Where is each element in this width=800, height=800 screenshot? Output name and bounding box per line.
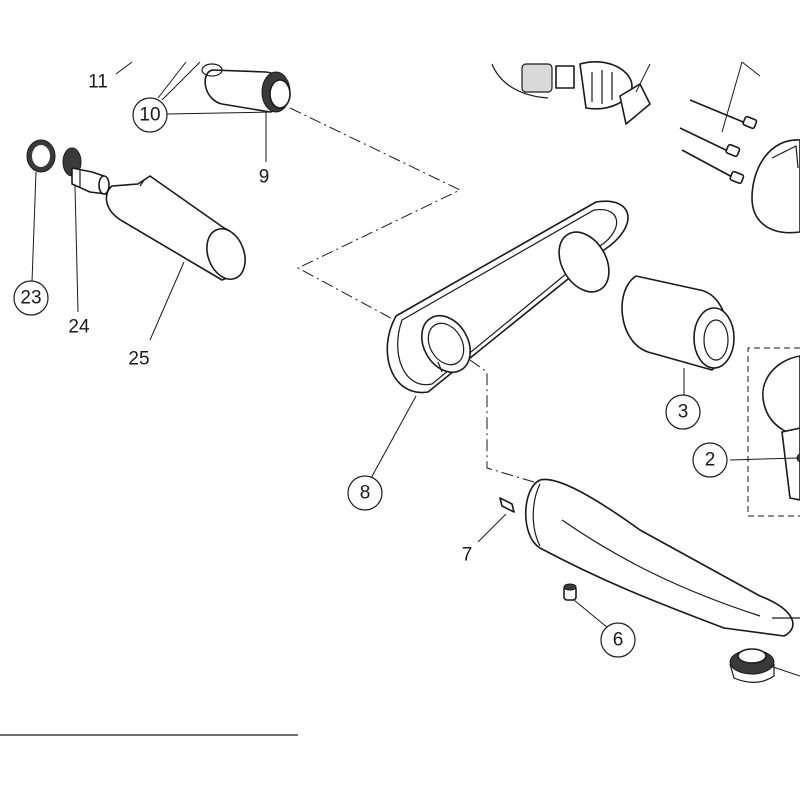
leader-24	[74, 185, 79, 313]
thermostat-knob-partial	[751, 139, 800, 234]
leader-6	[573, 599, 609, 629]
callout-10: 10	[139, 105, 160, 126]
detail-box-handle	[747, 347, 800, 517]
callout-2-bubble	[692, 442, 728, 478]
connector-part-9	[201, 63, 291, 113]
grub-screw-part-6	[563, 583, 577, 601]
callout-23-bubble	[13, 280, 49, 316]
assembly-axis-lines	[289, 107, 535, 483]
callout-11: 11	[88, 72, 108, 93]
callout-8-bubble	[347, 475, 383, 511]
nipple-part-24	[62, 147, 110, 195]
callout-6-bubble	[600, 622, 636, 658]
callout-9: 9	[259, 167, 270, 188]
callout-3-bubble	[665, 394, 701, 430]
leader-11	[115, 61, 133, 75]
pin-part-7	[499, 497, 515, 513]
callout-3: 3	[678, 402, 689, 423]
leader-10	[166, 111, 273, 115]
callout-10-bubble	[132, 97, 168, 133]
leader-23	[31, 171, 37, 283]
callout-2: 2	[705, 450, 716, 471]
leader-7	[477, 513, 507, 543]
callout-25: 25	[128, 349, 149, 370]
leader-10b	[161, 61, 201, 101]
leader-25	[149, 261, 185, 341]
escutcheon-plate-part-8	[386, 200, 629, 394]
callout-24: 24	[68, 317, 90, 338]
callout-7: 7	[462, 545, 473, 566]
leader-2	[729, 457, 799, 461]
callout-23: 23	[20, 288, 41, 309]
sleeve-part-3	[621, 275, 735, 371]
o-ring-part-23	[26, 139, 56, 173]
leader-8	[369, 395, 417, 481]
shower-holder-part-25	[105, 175, 246, 281]
spout	[524, 478, 800, 637]
leader-10c	[157, 61, 187, 99]
mounting-screws	[679, 61, 761, 185]
callout-6: 6	[613, 630, 624, 651]
aerator	[729, 648, 800, 683]
callout-8: 8	[360, 483, 371, 504]
cartridge-assembly-top	[491, 61, 651, 125]
